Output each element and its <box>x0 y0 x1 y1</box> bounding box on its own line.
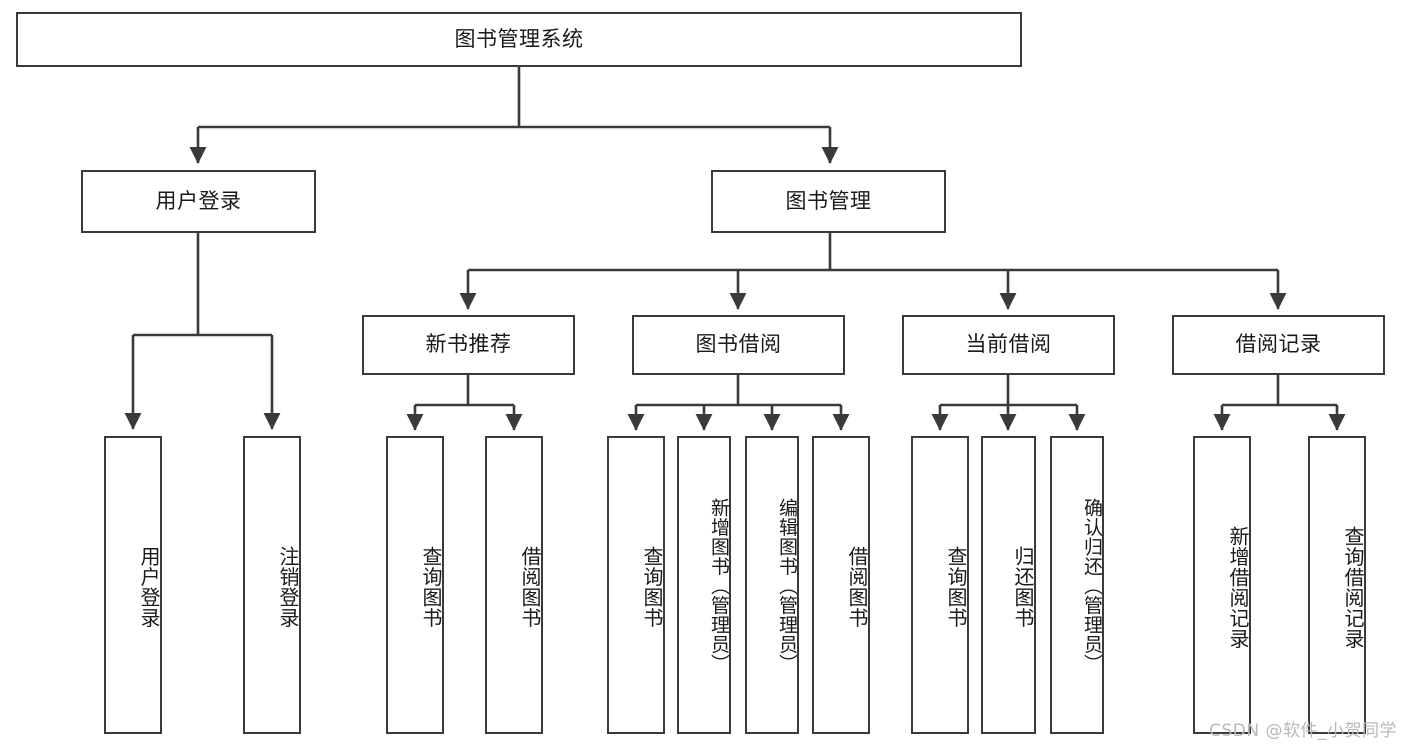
node-root-book-management-system[interactable]: 图书管理系统 <box>16 12 1022 67</box>
node-label: 编辑图书（管理员） <box>776 497 798 674</box>
node-label: 查询图书 <box>944 546 968 628</box>
leaf-user-login-login[interactable]: 用户登录 <box>104 436 162 734</box>
node-label: 借阅记录 <box>1235 332 1322 357</box>
node-label: 注销登录 <box>276 546 300 628</box>
node-current-borrow[interactable]: 当前借阅 <box>902 315 1115 375</box>
leaf-current-confirm-return-admin[interactable]: 确认归还（管理员） <box>1050 436 1104 734</box>
node-user-login[interactable]: 用户登录 <box>81 170 316 233</box>
leaf-user-login-logout[interactable]: 注销登录 <box>243 436 301 734</box>
leaf-borrow-add-book-admin[interactable]: 新增图书（管理员） <box>677 436 731 734</box>
node-label: 图书管理 <box>785 188 872 213</box>
node-label: 当前借阅 <box>965 332 1052 357</box>
node-label: 用户登录 <box>155 188 242 213</box>
node-borrow-record[interactable]: 借阅记录 <box>1172 315 1385 375</box>
node-book-borrow[interactable]: 图书借阅 <box>632 315 845 375</box>
node-new-book-recommend[interactable]: 新书推荐 <box>362 315 575 375</box>
watermark-text: CSDN @软件_小贺同学 <box>1209 721 1397 741</box>
leaf-current-return-book[interactable]: 归还图书 <box>981 436 1036 734</box>
node-label: 借阅图书 <box>845 546 869 628</box>
node-label: 图书管理系统 <box>454 26 584 51</box>
leaf-recommend-query-book[interactable]: 查询图书 <box>386 436 444 734</box>
node-label: 新增借阅记录 <box>1226 525 1250 649</box>
node-label: 新书推荐 <box>425 332 512 357</box>
leaf-borrow-query-book[interactable]: 查询图书 <box>607 436 665 734</box>
node-label: 新增图书（管理员） <box>708 497 730 674</box>
leaf-recommend-borrow-book[interactable]: 借阅图书 <box>485 436 543 734</box>
leaf-borrow-edit-book-admin[interactable]: 编辑图书（管理员） <box>745 436 799 734</box>
node-label: 归还图书 <box>1011 546 1035 628</box>
node-label: 图书借阅 <box>695 332 782 357</box>
node-book-management[interactable]: 图书管理 <box>711 170 946 233</box>
node-label: 确认归还（管理员） <box>1081 497 1103 674</box>
node-label: 借阅图书 <box>518 546 542 628</box>
node-label: 查询图书 <box>640 546 664 628</box>
leaf-borrow-borrow-book[interactable]: 借阅图书 <box>812 436 870 734</box>
node-label: 查询借阅记录 <box>1341 525 1365 649</box>
node-label: 查询图书 <box>419 546 443 628</box>
leaf-record-query-borrow-record[interactable]: 查询借阅记录 <box>1308 436 1366 734</box>
node-label: 用户登录 <box>137 546 161 628</box>
leaf-record-add-borrow-record[interactable]: 新增借阅记录 <box>1193 436 1251 734</box>
leaf-current-query-book[interactable]: 查询图书 <box>911 436 969 734</box>
